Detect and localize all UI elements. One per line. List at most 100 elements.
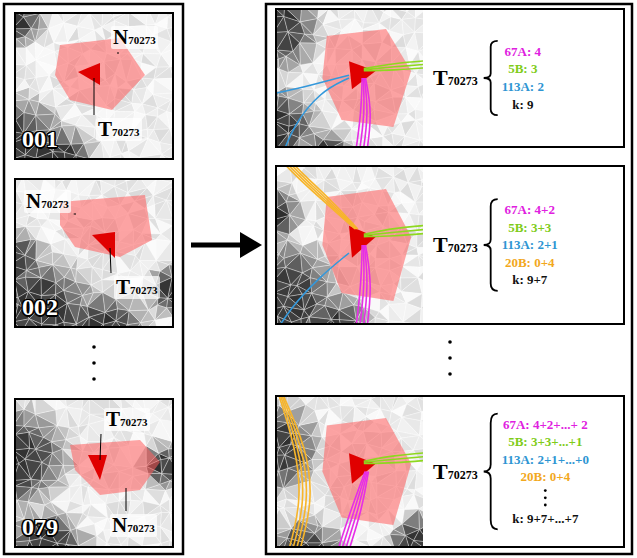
mesh-face	[278, 56, 286, 69]
mesh-face	[78, 12, 90, 26]
mesh-face	[279, 56, 289, 72]
mesh-illustration	[275, 8, 423, 148]
mesh-face	[56, 407, 67, 426]
mesh-illustration	[14, 398, 174, 548]
mesh-face	[370, 127, 383, 139]
mesh-face	[14, 226, 31, 243]
mesh-illustration	[14, 178, 174, 328]
mesh-face	[299, 134, 316, 148]
mesh-face	[160, 499, 170, 513]
mesh-face	[300, 43, 317, 63]
leader-line	[100, 434, 101, 460]
mesh-face	[420, 430, 424, 448]
mesh-face	[52, 252, 63, 265]
mesh-face	[318, 395, 329, 409]
mesh-face	[153, 182, 173, 195]
leader-line	[118, 52, 119, 54]
mesh-face	[378, 166, 393, 177]
mesh-face	[416, 74, 423, 83]
mesh-face	[70, 485, 81, 501]
mesh-face	[90, 12, 103, 27]
mesh-face	[401, 266, 419, 278]
mesh-face	[415, 189, 423, 202]
mesh-face	[142, 104, 158, 115]
mesh-face	[61, 104, 81, 121]
leader-line	[110, 248, 111, 273]
mesh-face	[414, 530, 423, 543]
mesh-face	[392, 395, 407, 411]
mesh-face	[29, 87, 40, 99]
fiber-track	[364, 233, 423, 237]
mesh-face	[115, 103, 135, 111]
mesh-face	[66, 407, 81, 427]
mesh-face	[39, 265, 53, 278]
mesh-face	[363, 23, 380, 31]
leader-line	[94, 78, 95, 115]
mesh-face	[283, 468, 298, 488]
fiber-track	[284, 165, 357, 229]
mesh-face	[408, 166, 421, 182]
mesh-face	[323, 129, 344, 141]
mesh-face	[161, 226, 172, 242]
mesh-face	[87, 292, 105, 312]
mesh-face	[284, 253, 301, 267]
fiber-track	[359, 245, 364, 325]
fiber-track	[287, 165, 358, 229]
mesh-face	[305, 34, 317, 43]
mesh-face	[36, 240, 51, 261]
mesh-face	[286, 73, 303, 89]
mesh-face	[279, 69, 286, 91]
mesh-face	[15, 48, 26, 65]
mesh-face	[324, 178, 340, 190]
mesh-face	[39, 89, 53, 102]
mesh-face	[355, 528, 368, 540]
mesh-face	[416, 120, 423, 140]
mesh-face	[286, 72, 303, 86]
mesh-face	[24, 409, 35, 426]
mesh-face	[315, 395, 329, 411]
mesh-face	[160, 481, 170, 491]
mesh-face	[389, 304, 404, 322]
mesh-face	[415, 471, 423, 490]
fiber-track	[359, 78, 364, 148]
mesh-face	[156, 241, 173, 261]
fiber-track	[363, 245, 367, 325]
mesh-face	[275, 110, 289, 121]
mesh-face	[159, 449, 170, 458]
mesh-face	[80, 296, 87, 307]
mesh-face	[160, 505, 170, 512]
mesh-face	[413, 436, 423, 450]
mesh-face	[15, 80, 30, 93]
mesh-face	[275, 529, 291, 536]
mesh-face	[35, 42, 44, 60]
leader-line	[74, 214, 76, 215]
fiber-track	[363, 78, 367, 148]
mesh-face	[66, 501, 83, 513]
mesh-face	[415, 20, 423, 34]
mesh-face	[286, 51, 300, 65]
mesh-face	[161, 42, 173, 54]
target-triangle	[92, 232, 115, 258]
mesh-face	[49, 487, 70, 502]
mesh-face	[420, 309, 423, 325]
fiber-track	[275, 253, 349, 325]
mesh-face	[140, 261, 157, 270]
mesh-face	[91, 280, 102, 293]
mesh-face	[339, 9, 355, 19]
mesh-face	[154, 117, 170, 130]
mesh-face	[92, 252, 103, 269]
mesh-face	[31, 479, 41, 487]
mesh-face	[89, 141, 104, 160]
mesh-face	[303, 63, 318, 75]
mesh-face	[332, 120, 352, 129]
mesh-face	[56, 277, 65, 290]
panel-frame	[4, 4, 183, 554]
mesh-face	[421, 176, 423, 188]
neighborhood-region	[60, 195, 152, 257]
mesh-face	[409, 214, 419, 232]
mesh-face	[29, 428, 44, 438]
mesh-face	[421, 418, 423, 430]
mesh-face	[15, 39, 26, 48]
mesh-face	[41, 278, 56, 296]
mesh-face	[418, 247, 423, 258]
